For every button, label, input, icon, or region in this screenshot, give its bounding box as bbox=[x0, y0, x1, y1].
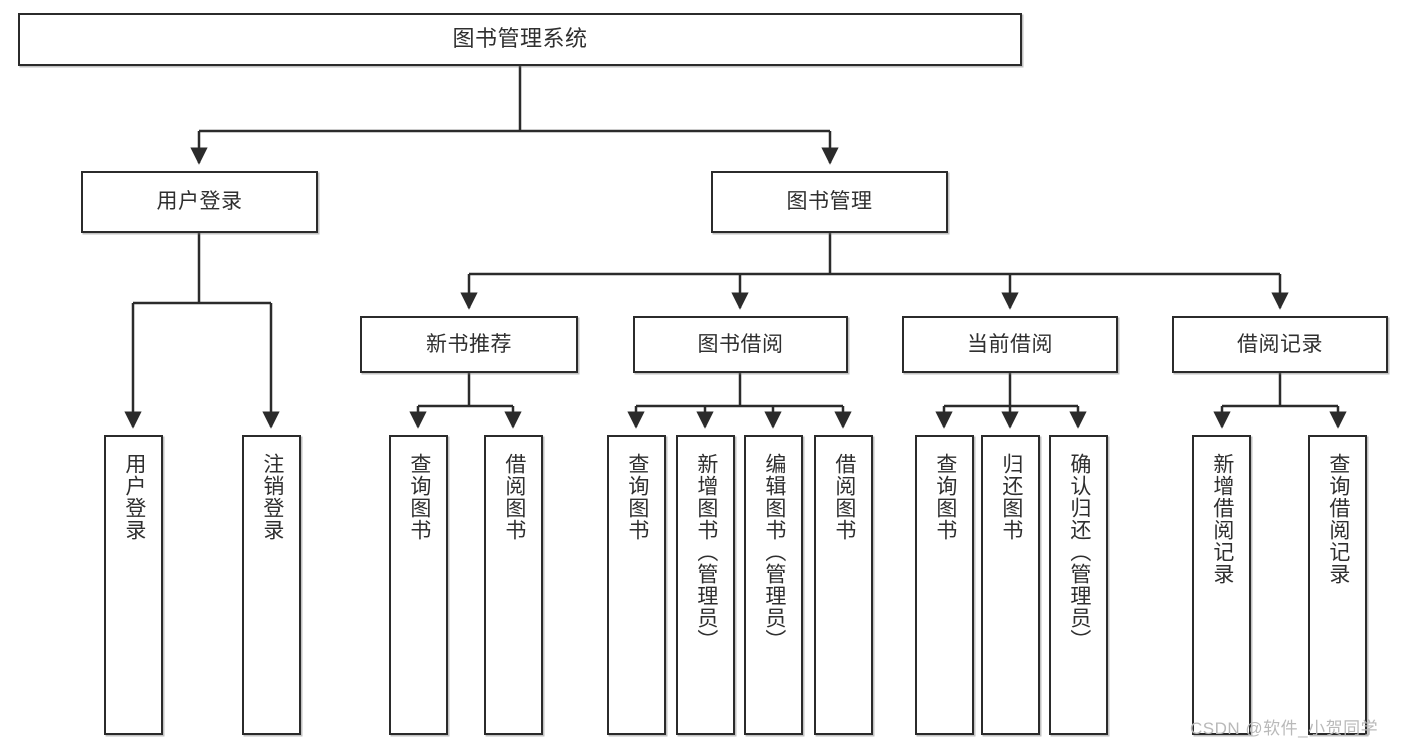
leaf-user-logout[interactable]: 注销登录 bbox=[242, 435, 301, 735]
node-label: 查询图书 bbox=[625, 453, 649, 541]
node-label: 归还图书 bbox=[999, 453, 1023, 541]
leaf-return-book[interactable]: 归还图书 bbox=[981, 435, 1040, 735]
node-label: 借阅图书 bbox=[502, 453, 526, 541]
node-label: 图书管理系统 bbox=[452, 26, 588, 52]
node-label: 查询图书 bbox=[933, 453, 957, 541]
leaf-add-borrow-record[interactable]: 新增借阅记录 bbox=[1192, 435, 1251, 735]
node-label: 新增借阅记录 bbox=[1210, 453, 1234, 585]
leaf-confirm-return-admin[interactable]: 确认归还（管理员） bbox=[1049, 435, 1108, 735]
node-current-borrow[interactable]: 当前借阅 bbox=[902, 316, 1118, 373]
leaf-query-borrow-record[interactable]: 查询借阅记录 bbox=[1308, 435, 1367, 735]
node-user-login[interactable]: 用户登录 bbox=[81, 171, 318, 233]
node-label: 图书借阅 bbox=[697, 332, 784, 356]
leaf-query-book-new-book[interactable]: 查询图书 bbox=[389, 435, 448, 735]
leaf-query-book-current[interactable]: 查询图书 bbox=[915, 435, 974, 735]
node-book-borrow[interactable]: 图书借阅 bbox=[633, 316, 848, 373]
node-new-book-recommend[interactable]: 新书推荐 bbox=[360, 316, 578, 373]
leaf-borrow-book-borrow[interactable]: 借阅图书 bbox=[814, 435, 873, 735]
node-label: 编辑图书（管理员） bbox=[762, 453, 786, 651]
node-label: 确认归还（管理员） bbox=[1067, 453, 1091, 651]
node-root-book-management-system[interactable]: 图书管理系统 bbox=[18, 13, 1022, 66]
node-label: 当前借阅 bbox=[967, 332, 1053, 356]
node-label: 借阅记录 bbox=[1237, 332, 1323, 356]
leaf-user-login[interactable]: 用户登录 bbox=[104, 435, 163, 735]
node-label: 新书推荐 bbox=[426, 332, 512, 356]
node-label: 用户登录 bbox=[122, 453, 146, 541]
node-label: 用户登录 bbox=[156, 190, 243, 214]
node-label: 查询图书 bbox=[407, 453, 431, 541]
node-label: 注销登录 bbox=[260, 453, 284, 541]
leaf-edit-book-admin[interactable]: 编辑图书（管理员） bbox=[744, 435, 803, 735]
leaf-borrow-book-new-book[interactable]: 借阅图书 bbox=[484, 435, 543, 735]
node-label: 图书管理 bbox=[786, 190, 873, 214]
node-book-management[interactable]: 图书管理 bbox=[711, 171, 948, 233]
leaf-add-book-admin[interactable]: 新增图书（管理员） bbox=[676, 435, 735, 735]
node-label: 借阅图书 bbox=[832, 453, 856, 541]
node-label: 新增图书（管理员） bbox=[694, 453, 718, 651]
csdn-watermark: CSDN @软件_小贺同学 bbox=[1190, 719, 1379, 738]
leaf-query-book-borrow[interactable]: 查询图书 bbox=[607, 435, 666, 735]
node-borrow-record[interactable]: 借阅记录 bbox=[1172, 316, 1388, 373]
node-label: 查询借阅记录 bbox=[1326, 453, 1350, 585]
